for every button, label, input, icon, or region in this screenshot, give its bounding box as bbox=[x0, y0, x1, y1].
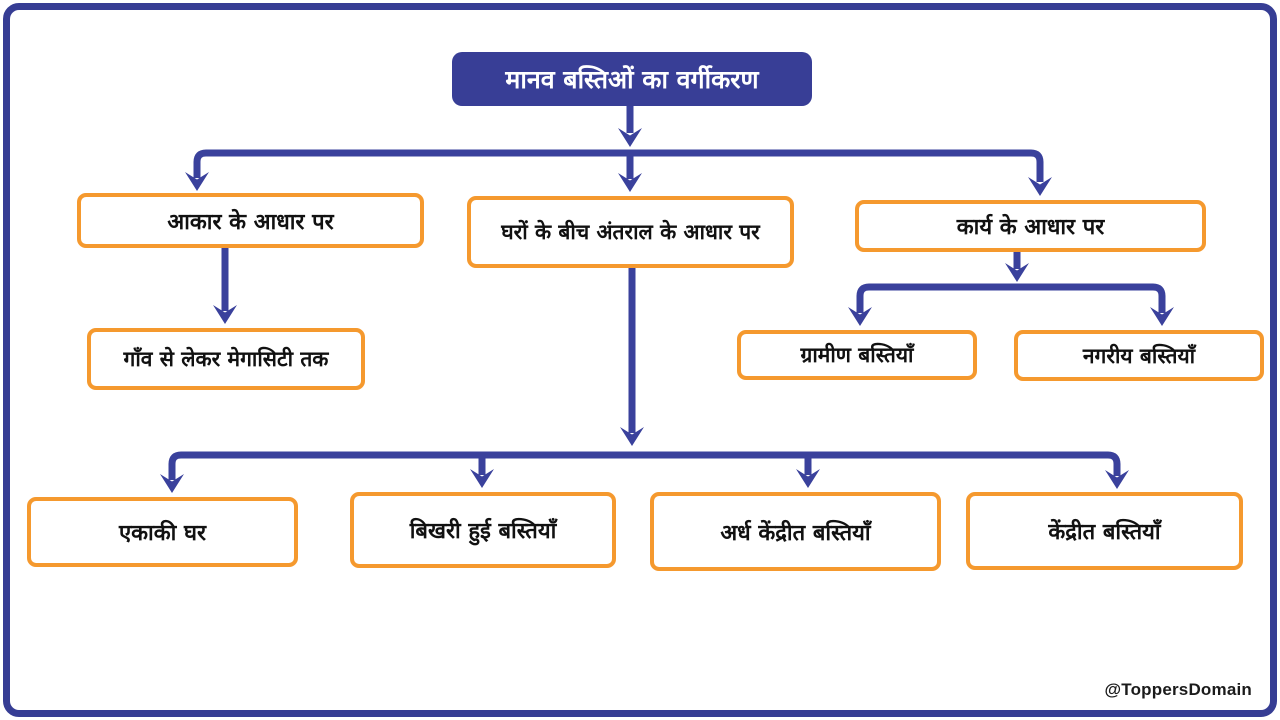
node-village-to-megacity: गाँव से लेकर मेगासिटी तक bbox=[87, 328, 365, 390]
arrowheads bbox=[160, 128, 1174, 493]
node-by-function: कार्य के आधार पर bbox=[855, 200, 1206, 252]
node-clustered-settlements: केंद्रीत बस्तियाँ bbox=[966, 492, 1243, 570]
node-by-spacing: घरों के बीच अंतराल के आधार पर bbox=[467, 196, 794, 268]
node-by-size: आकार के आधार पर bbox=[77, 193, 424, 248]
watermark-credit: @ToppersDomain bbox=[1104, 680, 1252, 699]
node-isolated-house: एकाकी घर bbox=[27, 497, 298, 567]
node-semi-clustered-settlements: अर्ध केंद्रीत बस्तियाँ bbox=[650, 492, 941, 571]
node-urban-settlements: नगरीय बस्तियाँ bbox=[1014, 330, 1264, 381]
node-title: मानव बस्तिओं का वर्गीकरण bbox=[452, 52, 812, 106]
node-rural-settlements: ग्रामीण बस्तियाँ bbox=[737, 330, 977, 380]
node-scattered-settlements: बिखरी हुई बस्तियाँ bbox=[350, 492, 616, 568]
